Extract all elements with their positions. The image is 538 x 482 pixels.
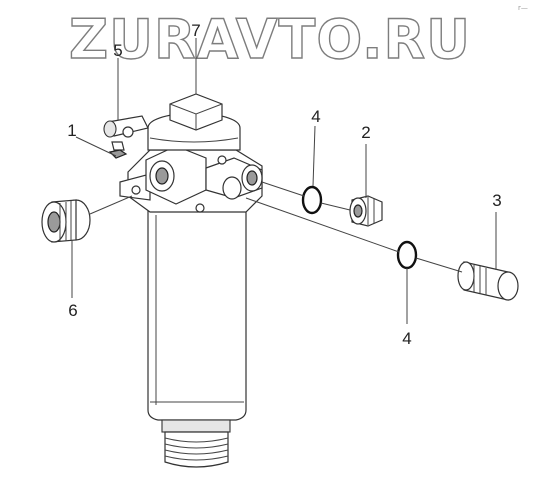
callout-5: 5 — [113, 41, 122, 60]
adapter-bore — [353, 204, 363, 218]
callout-7: 7 — [191, 21, 200, 40]
callout-1: 1 — [67, 121, 76, 140]
top-cover-rim — [149, 137, 239, 143]
flange-bolt-hole — [131, 185, 141, 195]
plug-cap — [497, 271, 519, 301]
leader-lines — [71, 38, 497, 324]
sensor-fitting-base — [108, 149, 128, 159]
port-bolt — [217, 155, 227, 165]
sensor-fitting-stem — [111, 141, 125, 151]
axis-line-to-adapter — [320, 202, 351, 211]
callout-4-upper: 4 — [311, 107, 320, 126]
indicator-nut — [122, 126, 134, 138]
axis-line-to-o-ring-upper — [261, 181, 305, 197]
callout-2: 2 — [361, 123, 370, 142]
axis-line-to-o-ring-lower — [245, 197, 400, 253]
plug-threads — [473, 265, 487, 295]
bypass-indicator-valve — [103, 115, 149, 138]
drain-collar — [161, 419, 231, 433]
inlet-port-bore — [155, 167, 169, 185]
fitting-6-threads — [59, 201, 72, 241]
callout-6: 6 — [68, 301, 77, 320]
leader-1 — [75, 136, 117, 157]
watermark-text: ZURAVTO.RU — [69, 8, 471, 71]
callout-3: 3 — [492, 191, 501, 210]
hex-adapter — [349, 195, 383, 227]
fitting-6-bore — [47, 211, 61, 233]
head-bolt-hole — [195, 203, 205, 213]
side-port-bore — [246, 170, 258, 186]
drain-threads — [164, 437, 229, 461]
filter-housing — [119, 93, 263, 468]
outlet-port-opening — [222, 176, 242, 200]
callout-4-lower: 4 — [402, 329, 411, 348]
adapter-threads — [367, 197, 375, 225]
axis-line-to-plug — [415, 257, 463, 273]
o-ring-lower — [396, 240, 418, 270]
o-ring-upper — [301, 185, 323, 215]
leader-4-upper — [312, 125, 316, 187]
drain-plug — [164, 431, 229, 468]
threaded-fitting — [41, 199, 91, 243]
assembly-axis-lines — [89, 181, 463, 273]
callout-labels: 1 2 3 4 4 5 6 7 — [67, 21, 501, 348]
indicator-cap — [103, 120, 117, 138]
sensor-fitting — [108, 141, 128, 159]
plug — [457, 261, 519, 301]
axis-line-to-fitting-6 — [89, 195, 133, 215]
corner-mark: r— — [518, 4, 528, 12]
plug-rear — [457, 261, 475, 291]
filter-canister — [147, 205, 247, 421]
top-nut-edges — [169, 103, 223, 130]
